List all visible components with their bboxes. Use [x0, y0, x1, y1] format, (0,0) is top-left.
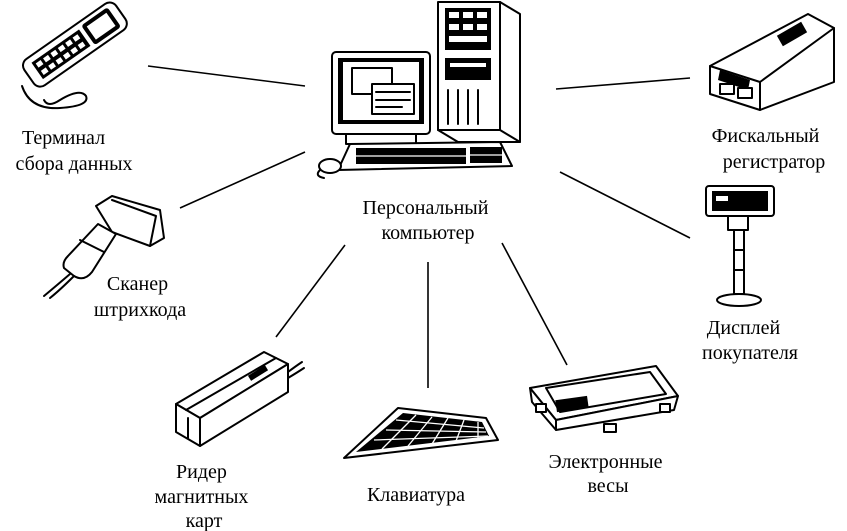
connector-scanner: [179, 151, 306, 209]
connector-card-reader: [275, 244, 346, 338]
fiscal-registrar-label-line-1: Фискальный: [712, 125, 820, 147]
barcode-scanner-icon: [43, 195, 165, 299]
card-reader-icon: [175, 351, 305, 447]
barcode-scanner-label: Сканер штрихкода: [94, 273, 186, 321]
card-reader-label: Ридер магнитных карт: [155, 461, 254, 531]
scales-label-line-2: весы: [587, 475, 628, 497]
keyboard-label: Клавиатура: [367, 484, 465, 506]
customer-display-icon: [705, 185, 775, 307]
keyboard-label-line-1: Клавиатура: [367, 484, 465, 506]
center-label-line-1: Персональный: [363, 197, 489, 219]
fiscal-registrar-label: Фискальный регистратор: [712, 125, 826, 173]
card-reader-label-line-2: магнитных: [155, 486, 249, 508]
card-reader-label-line-3: карт: [186, 510, 223, 531]
customer-display-label-line-1: Дисплей: [707, 317, 781, 339]
fiscal-printer-icon: [709, 13, 835, 111]
scales-label: Электронные весы: [549, 451, 668, 497]
connector-display: [559, 171, 691, 239]
fiscal-registrar-label-line-2: регистратор: [723, 151, 825, 173]
handheld-terminal-icon: [21, 1, 128, 110]
customer-display-label-line-2: покупателя: [702, 342, 798, 364]
center-label-line-2: компьютер: [381, 222, 474, 244]
data-terminal-label: Терминал сбора данных: [15, 127, 132, 175]
center-label: Персональный компьютер: [363, 197, 494, 244]
keyboard-icon: [343, 407, 499, 459]
data-terminal-label-line-1: Терминал: [22, 127, 105, 149]
barcode-scanner-label-line-1: Сканер: [107, 273, 168, 295]
connector-terminal: [147, 65, 306, 87]
scales-icon: [529, 365, 679, 433]
card-reader-label-line-1: Ридер: [176, 461, 227, 483]
connector-scales: [501, 242, 568, 366]
barcode-scanner-label-line-2: штрихкода: [94, 299, 186, 321]
data-terminal-label-line-2: сбора данных: [15, 153, 132, 175]
scales-label-line-1: Электронные: [549, 451, 663, 473]
customer-display-label: Дисплей покупателя: [702, 317, 798, 364]
connector-fiscal: [555, 77, 691, 90]
desktop-computer-icon: [316, 1, 521, 179]
connector-lines: [147, 65, 691, 388]
